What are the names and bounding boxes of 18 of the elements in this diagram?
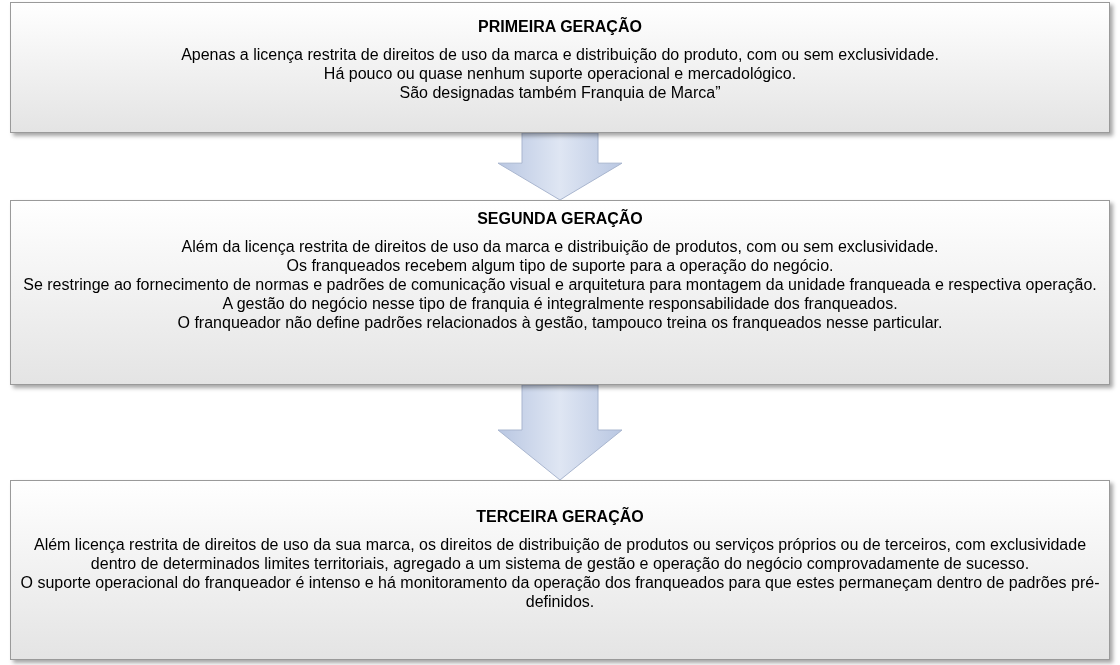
box-heading: SEGUNDA GERAÇÃO	[477, 209, 643, 229]
generation-box	[10, 200, 1110, 385]
box-text: Se restringe ao fornecimento de normas e padrões de comunicação visual e arquitetura para montagem da unidade franqueada e respectiva operação.	[23, 275, 1097, 294]
box-heading: TERCEIRA GERAÇÃO	[476, 507, 644, 527]
box-text: A gestão do negócio nesse tipo de franquia é integralmente responsabilidade dos franqueados.	[222, 294, 898, 313]
generation-box	[10, 2, 1110, 133]
box-text: Há pouco ou quase nenhum suporte operacional e mercadológico.	[323, 64, 797, 83]
block-arrow	[497, 132, 623, 201]
box-text: Além licença restrita de direitos de uso da sua marca, os direitos de distribuição de produtos ou serviços próprios ou de terceiros, com exclusividade dentro de determinados limites territoriais, agregado a um sistema de gestão e operação do negócio comprovadamente de sucesso.	[32, 535, 1088, 573]
box-text: Os franqueados recebem algum tipo de suporte para a operação do negócio.	[286, 256, 834, 275]
box-heading: PRIMEIRA GERAÇÃO	[478, 17, 642, 37]
generation-box	[10, 480, 1110, 660]
box-text: São designadas também Franquia de Marca”	[399, 83, 721, 102]
block-arrow	[497, 384, 623, 481]
box-text: O franqueador não define padrões relacionados à gestão, tampouco treina os franqueados nesse particular.	[177, 313, 943, 332]
box-text: O suporte operacional do franqueador é intenso e há monitoramento da operação dos franqueados para que estes permaneçam dentro de padrões pré-definidos.	[19, 573, 1101, 611]
box-text: Além da licença restrita de direitos de uso da marca e distribuição de produtos, com ou sem exclusividade.	[181, 237, 939, 256]
box-text: Apenas a licença restrita de direitos de uso da marca e distribuição do produto, com ou sem exclusividade.	[181, 45, 939, 64]
